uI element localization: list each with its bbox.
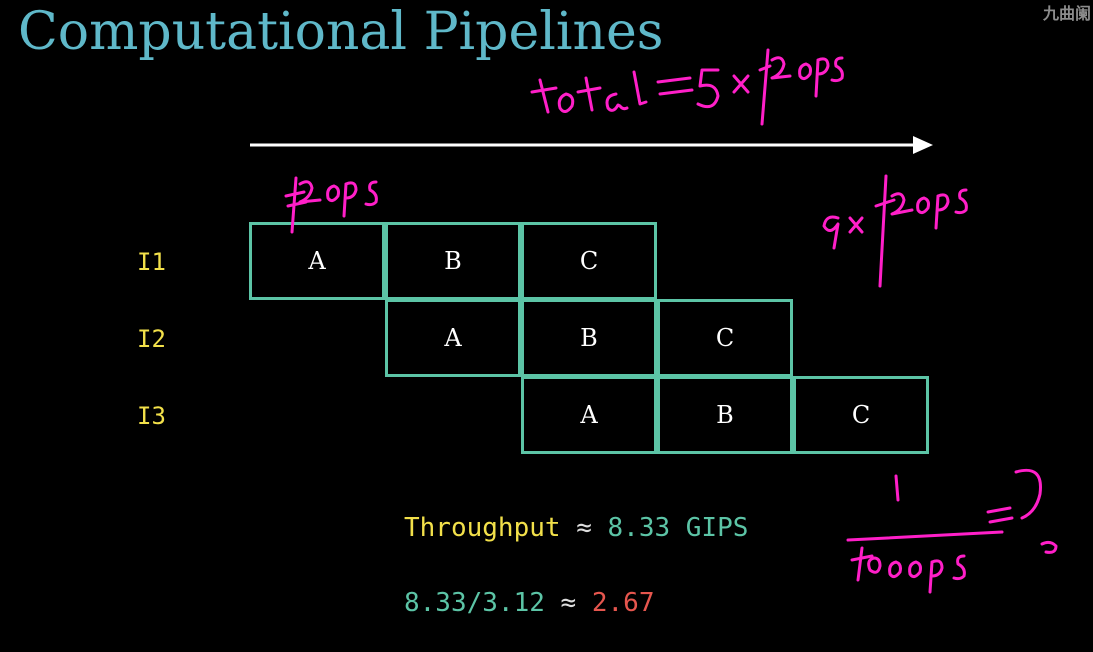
pipeline-cell: B [657, 376, 793, 454]
row-label-i2: I2 [137, 325, 166, 353]
pipeline-cell: C [793, 376, 929, 454]
pipeline-cell: B [521, 299, 657, 377]
row-label-i1: I1 [137, 248, 166, 276]
pipeline-cell: A [385, 299, 521, 377]
pipeline-cell: A [249, 222, 385, 300]
corner-watermark: 九曲阑 [1042, 4, 1091, 23]
throughput-value: 8.33 GIPS [607, 513, 749, 543]
page-title: Computational Pipelines [18, 2, 664, 62]
time-arrow-head [913, 136, 933, 154]
approx-symbol: ≈ [560, 588, 577, 618]
pipeline-cell: A [521, 376, 657, 454]
speedup-formula: 8.33/3.12 ≈ 2.67 [404, 588, 654, 618]
pipeline-cell: C [657, 299, 793, 377]
throughput-formula: Throughput ≈ 8.33 GIPS [404, 513, 748, 543]
throughput-label: Throughput [404, 513, 561, 543]
pipeline-cell: C [521, 222, 657, 300]
pipeline-cell: B [385, 222, 521, 300]
speedup-ratio: 8.33/3.12 [404, 588, 545, 618]
speedup-value: 2.67 [591, 588, 655, 618]
approx-symbol: ≈ [576, 513, 592, 543]
row-label-i3: I3 [137, 402, 166, 430]
